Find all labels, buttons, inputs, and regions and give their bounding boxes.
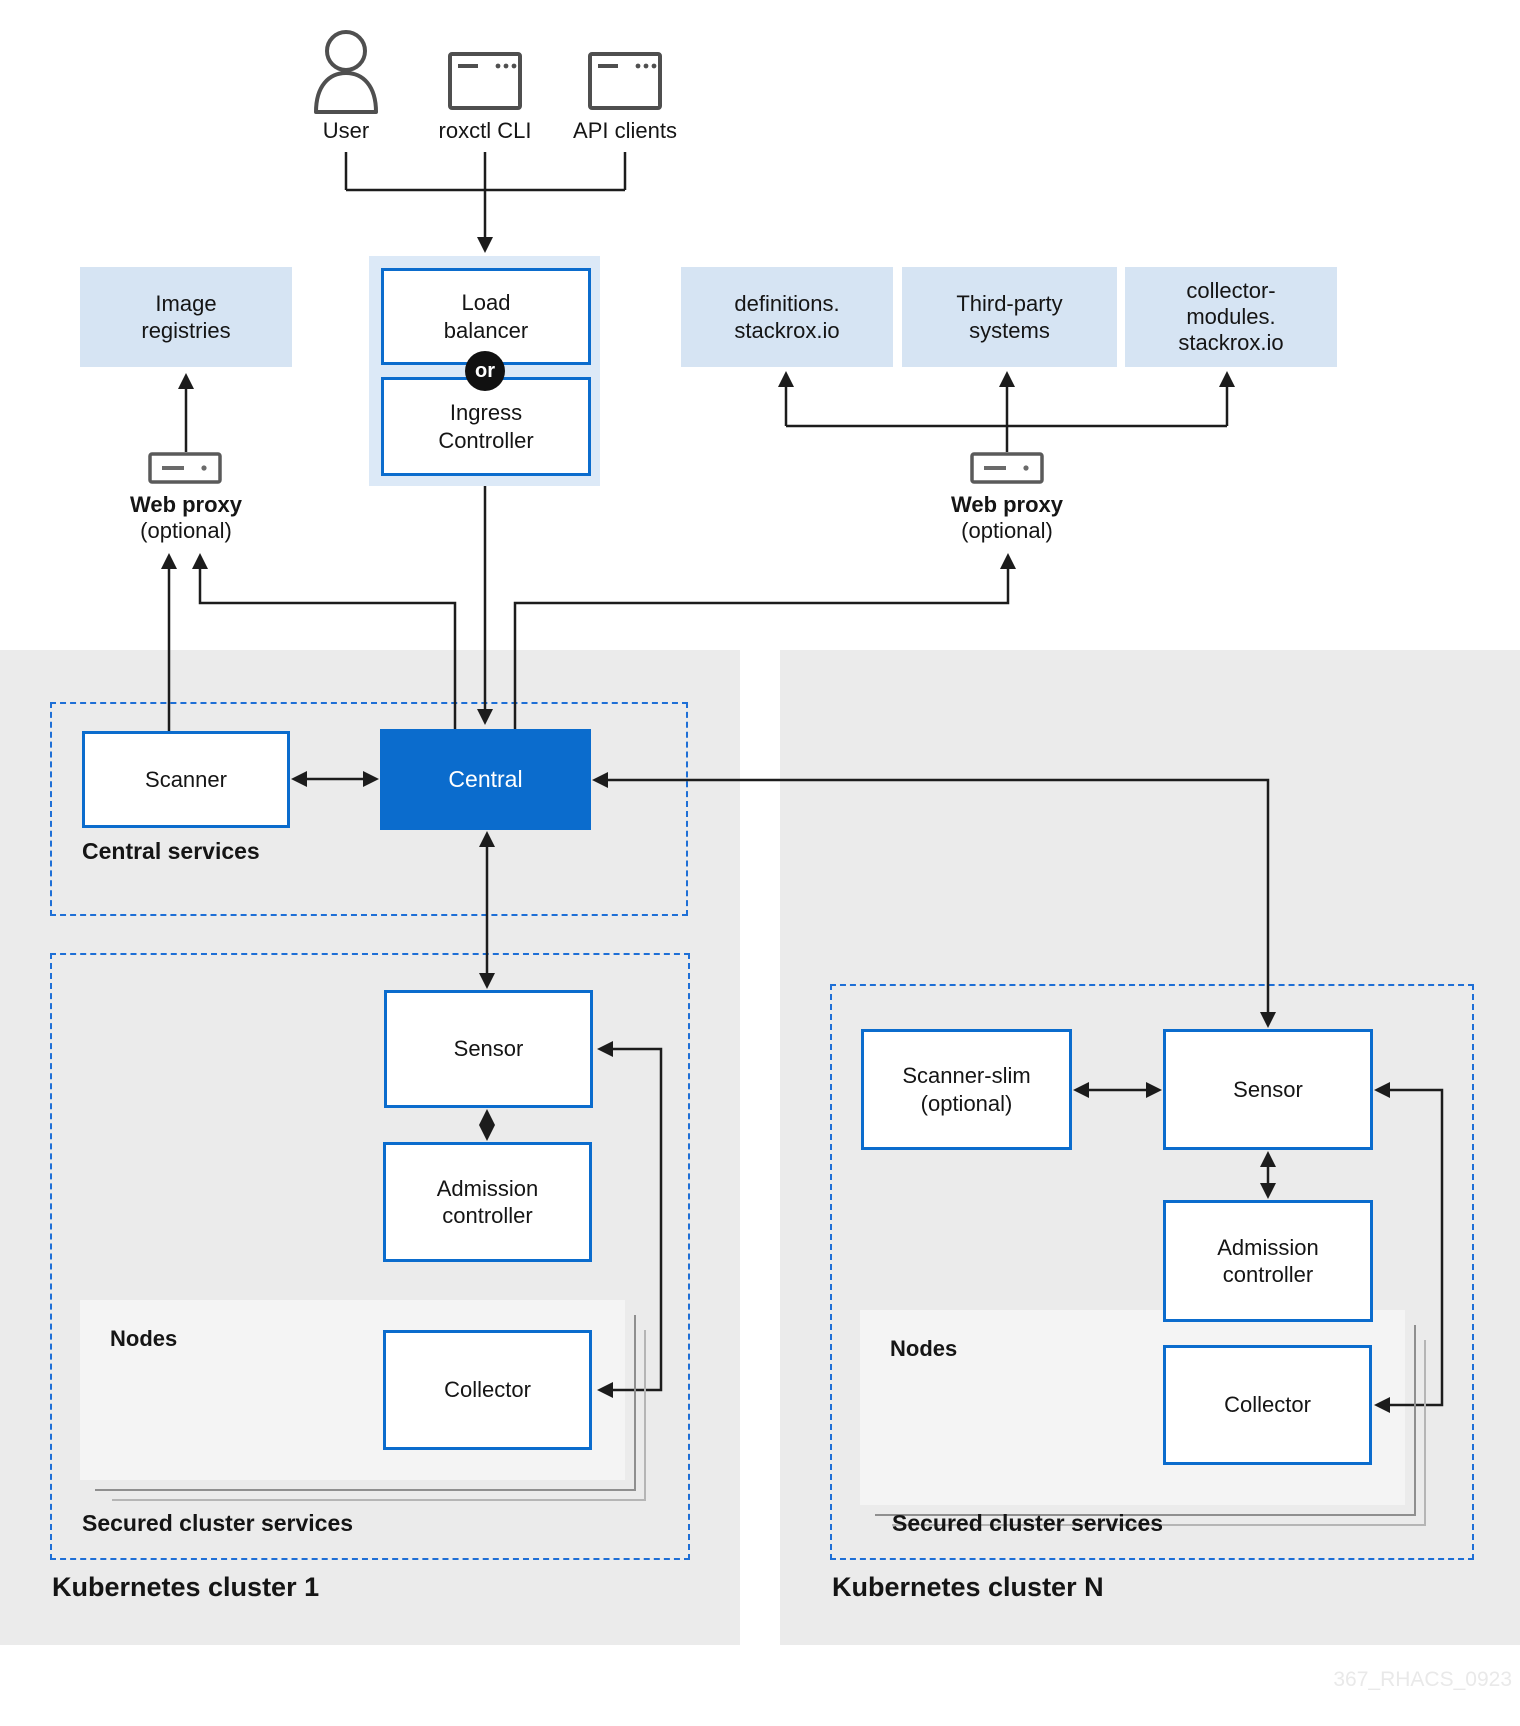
- admission-n-line1: Admission: [1217, 1234, 1319, 1260]
- roxctl-cli-icon: [448, 52, 522, 110]
- kubernetes-cluster-1-label: Kubernetes cluster 1: [52, 1572, 320, 1602]
- user-icon: [314, 30, 378, 114]
- admission-controller-n-box: Admission controller: [1163, 1200, 1373, 1322]
- third-party-systems-box: Third-party systems: [902, 267, 1117, 367]
- ingress-controller-box: Ingress Controller: [381, 377, 591, 476]
- web-proxy-left-icon: [148, 452, 222, 484]
- sensor-1-label: Sensor: [453, 1036, 524, 1062]
- api-clients-label: API clients: [573, 118, 677, 143]
- third-party-line2: systems: [969, 318, 1050, 343]
- collector-modules-box: collector- modules. stackrox.io: [1125, 267, 1337, 367]
- sensor-n-box: Sensor: [1163, 1029, 1373, 1150]
- web-proxy-right-label: Web proxy (optional): [927, 492, 1087, 544]
- ingress-line1: Ingress: [449, 400, 523, 425]
- image-registries-line2: registries: [141, 318, 231, 343]
- collector-modules-line1: collector-: [1186, 278, 1276, 304]
- image-registries-box: Image registries: [80, 267, 292, 367]
- kubernetes-cluster-n-label: Kubernetes cluster N: [832, 1572, 1104, 1602]
- web-proxy-right-icon: [970, 452, 1044, 484]
- scanner-label: Scanner: [145, 766, 227, 792]
- or-badge: or: [465, 351, 505, 391]
- web-proxy-right-title: Web proxy: [950, 492, 1064, 517]
- web-proxy-left-optional: (optional): [140, 517, 232, 543]
- nodes-n-label: Nodes: [890, 1336, 958, 1361]
- scanner-slim-box: Scanner-slim (optional): [861, 1029, 1072, 1150]
- secured-cluster-n-label: Secured cluster services: [892, 1510, 1164, 1536]
- scanner-slim-optional: (optional): [920, 1090, 1013, 1116]
- admission-1-line1: Admission: [436, 1175, 539, 1201]
- collector-modules-line2: modules.: [1186, 304, 1276, 330]
- web-proxy-right-optional: (optional): [961, 517, 1053, 543]
- image-registries-line1: Image: [155, 290, 217, 316]
- collector-n-box: Collector: [1163, 1345, 1372, 1465]
- collector-1-label: Collector: [444, 1377, 531, 1403]
- nodes-1-label: Nodes: [110, 1326, 178, 1351]
- roxctl-cli-label: roxctl CLI: [438, 118, 532, 143]
- definitions-line1: definitions.: [734, 290, 840, 316]
- admission-controller-1-box: Admission controller: [383, 1142, 592, 1262]
- secured-cluster-1-label: Secured cluster services: [82, 1510, 354, 1536]
- web-proxy-left-title: Web proxy: [129, 492, 243, 517]
- web-proxy-left-label: Web proxy (optional): [106, 492, 266, 544]
- user-label: User: [322, 118, 370, 143]
- load-balancer-line1: Load: [461, 290, 511, 315]
- collector-1-box: Collector: [383, 1330, 592, 1450]
- scanner-slim-label: Scanner-slim: [902, 1063, 1031, 1088]
- central-box: Central: [380, 729, 591, 830]
- sensor-1-box: Sensor: [384, 990, 593, 1108]
- collector-n-label: Collector: [1224, 1392, 1311, 1418]
- scanner-box: Scanner: [82, 731, 290, 828]
- third-party-line1: Third-party: [956, 290, 1063, 316]
- wire-sources-join: [344, 152, 627, 192]
- ingress-line2: Controller: [438, 427, 534, 453]
- admission-1-line2: controller: [442, 1203, 533, 1228]
- collector-modules-line3: stackrox.io: [1178, 329, 1284, 355]
- definitions-stackrox-box: definitions. stackrox.io: [681, 267, 893, 367]
- watermark: 367_RHACS_0923: [1333, 1668, 1512, 1691]
- api-clients-icon: [588, 52, 662, 110]
- sensor-n-label: Sensor: [1233, 1076, 1303, 1102]
- wire-proxyright-join: [786, 424, 1227, 452]
- admission-n-line2: controller: [1222, 1262, 1314, 1287]
- or-label: or: [475, 359, 495, 382]
- central-services-label: Central services: [82, 838, 260, 864]
- secured-cluster-1-boundary: [50, 953, 690, 1560]
- central-label: Central: [448, 766, 523, 793]
- definitions-line2: stackrox.io: [734, 318, 840, 343]
- load-balancer-line2: balancer: [443, 317, 529, 343]
